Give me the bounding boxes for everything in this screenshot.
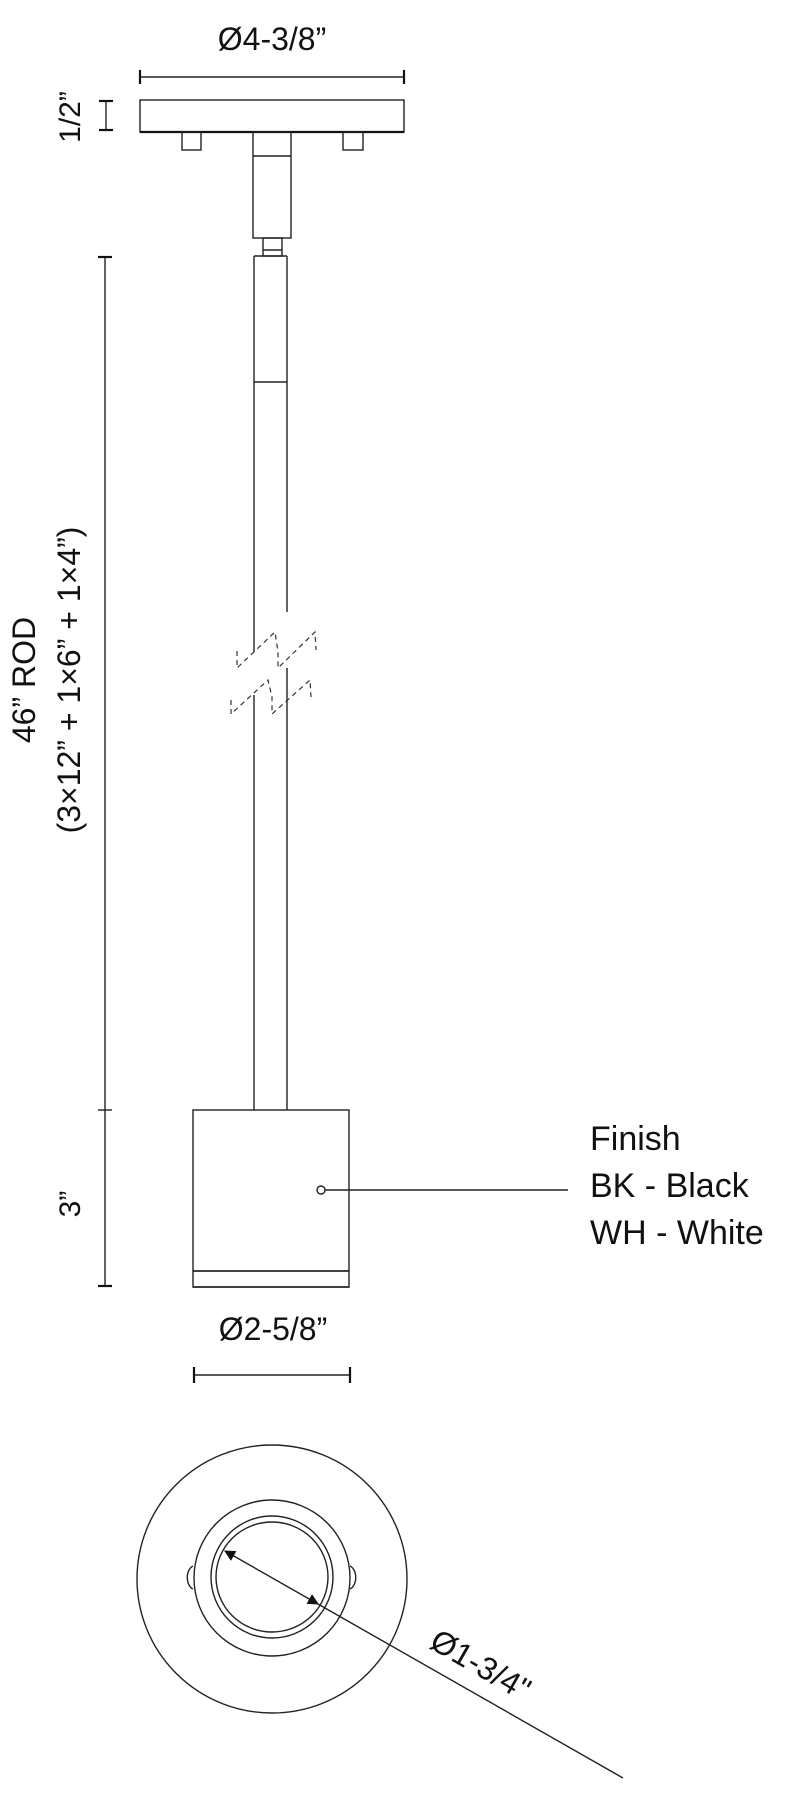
canopy-height-dimension: 1/2”	[54, 91, 113, 143]
canopy-height-label: 1/2”	[54, 91, 87, 143]
stem-connector	[252, 131, 292, 257]
lens-diameter-label: Ø1-3/4"	[425, 1622, 538, 1708]
rod	[253, 255, 288, 1110]
rod-length-dimension: 46” ROD (3×12” + 1×6” + 1×4”)	[6, 255, 112, 1288]
shade-diameter-dimension: Ø2-5/8”	[192, 1311, 352, 1383]
shade-height-dimension: 3”	[54, 1191, 87, 1218]
shade	[192, 1109, 350, 1288]
shade-diameter-label: Ø2-5/8”	[219, 1311, 327, 1347]
canopy	[139, 99, 405, 151]
rod-break-symbol	[230, 630, 317, 716]
finish-option-black: BK - Black	[590, 1167, 750, 1205]
finish-option-white: WH - White	[590, 1214, 764, 1252]
lens-diameter-dimension: Ø1-3/4"	[224, 1550, 624, 1779]
finish-callout: Finish BK - Black WH - White	[325, 1120, 764, 1252]
plan-view	[136, 1444, 408, 1714]
canopy-diameter-dimension: Ø4-3/8”	[138, 21, 406, 84]
rod-length-label: 46” ROD	[6, 617, 42, 743]
finish-heading: Finish	[590, 1120, 681, 1158]
shade-height-label: 3”	[54, 1191, 87, 1218]
rod-composition-label: (3×12” + 1×6” + 1×4”)	[51, 527, 87, 834]
canopy-diameter-label: Ø4-3/8”	[218, 21, 326, 57]
